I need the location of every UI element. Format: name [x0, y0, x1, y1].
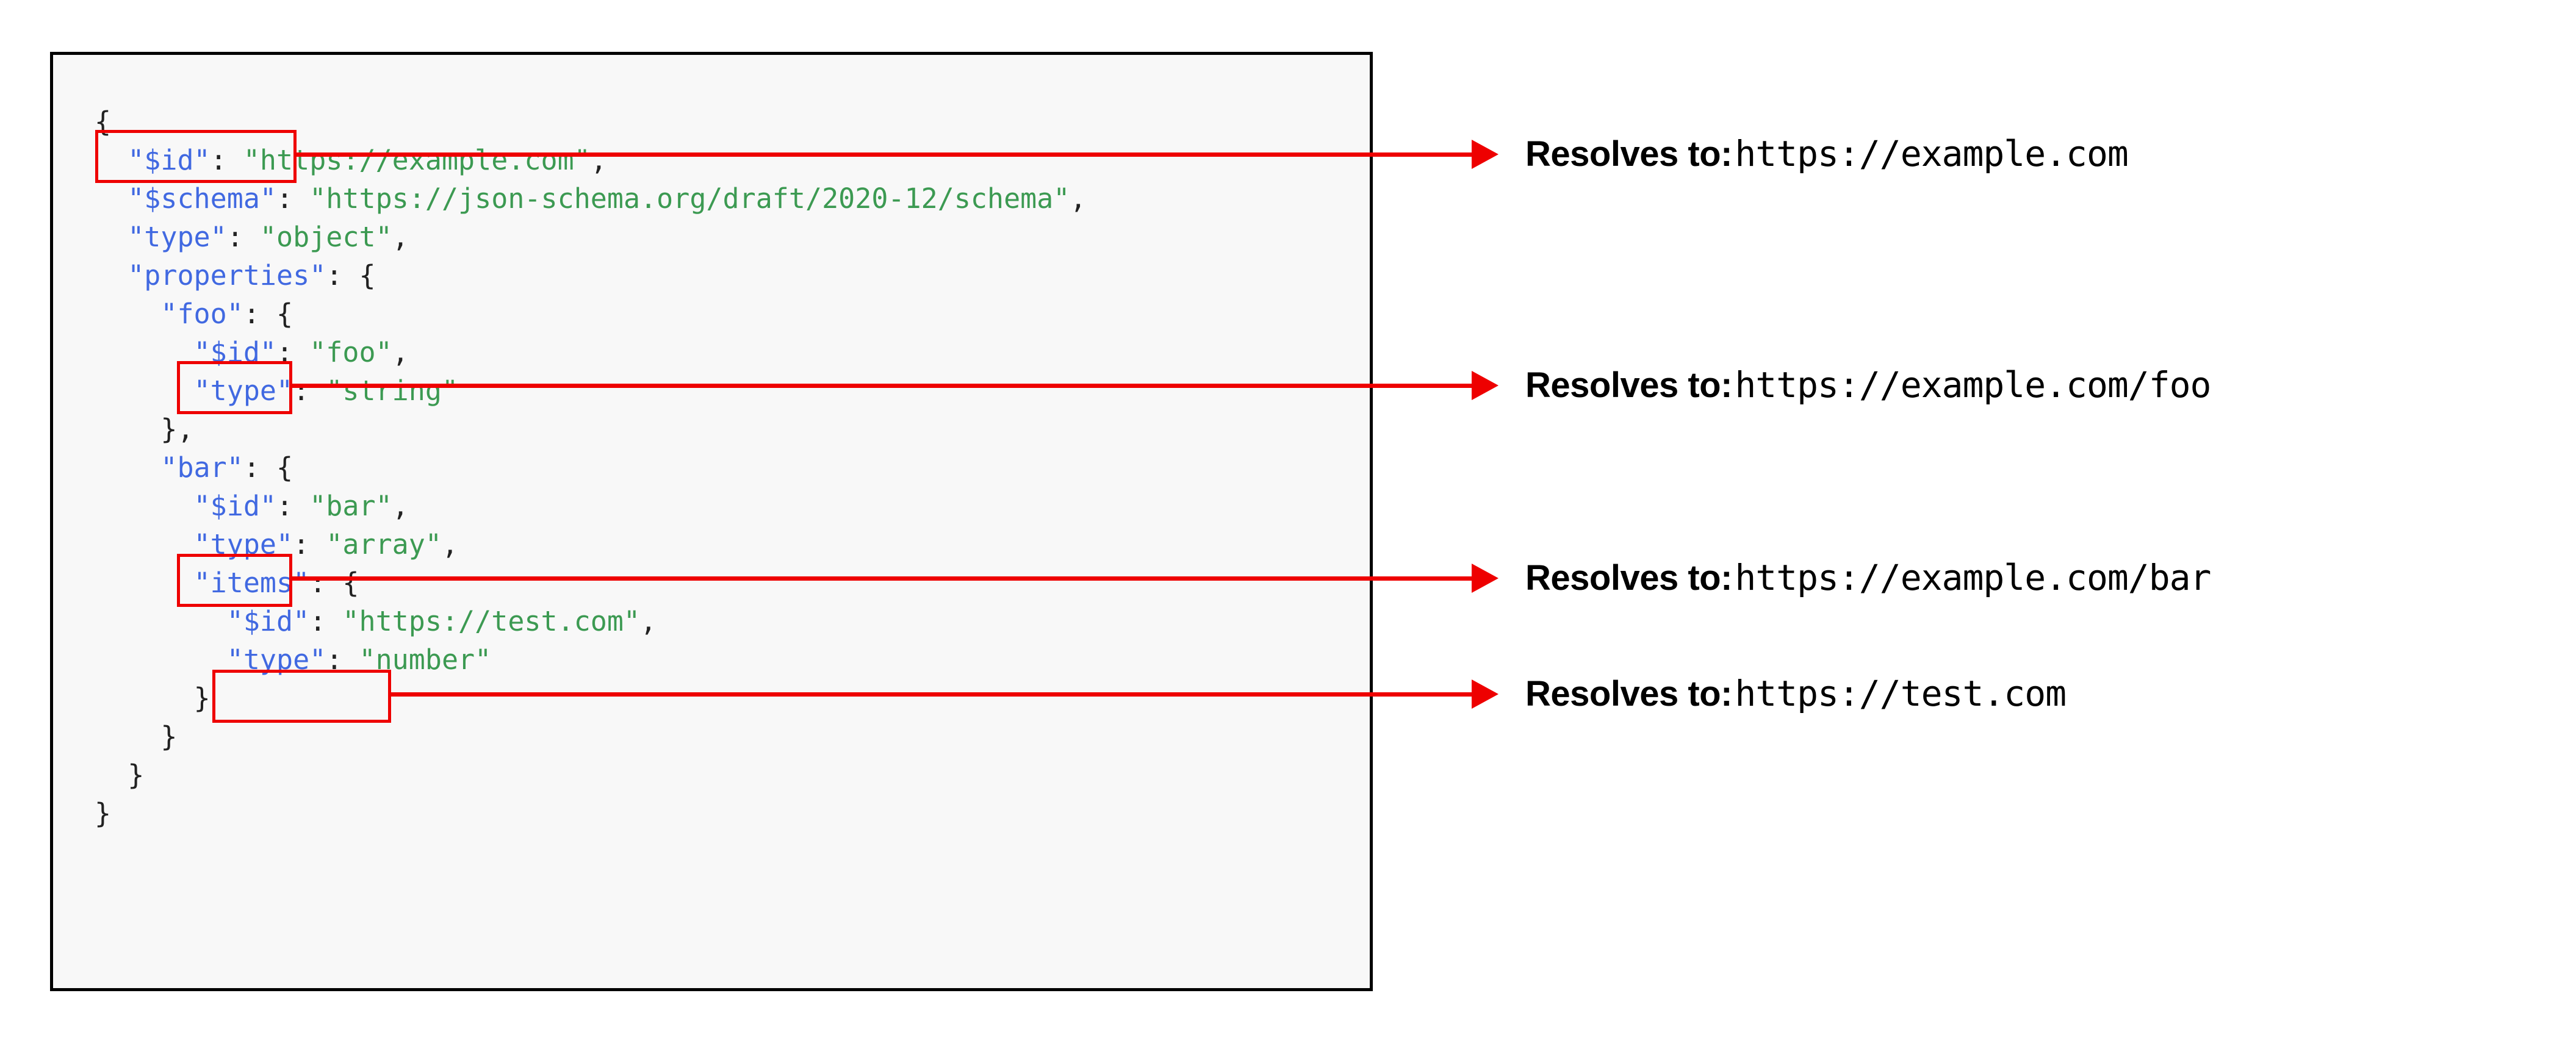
arrow-to-foo-resolution-line — [292, 384, 1472, 388]
highlight-id-bar — [177, 554, 292, 607]
json-punctuation: : { — [309, 567, 359, 599]
json-punctuation: } — [193, 682, 210, 714]
json-punctuation: : — [276, 182, 310, 215]
json-punctuation: : { — [326, 259, 376, 292]
json-string: "https://test.com" — [342, 605, 641, 637]
json-punctuation: : — [293, 375, 326, 407]
json-string: "object" — [259, 221, 392, 253]
json-key: "bar" — [160, 451, 243, 484]
resolves-to-label: Resolves to: — [1525, 674, 1732, 714]
code-indent — [95, 490, 194, 522]
resolved-uri-value: https://example.com — [1735, 133, 2128, 174]
json-punctuation: : { — [243, 298, 293, 330]
code-indent — [95, 259, 128, 292]
json-punctuation: : { — [243, 451, 293, 484]
arrow-to-items-resolution-head-icon — [1472, 679, 1498, 709]
resolves-to-label: Resolves to: — [1525, 558, 1732, 598]
code-line: "bar": { — [95, 448, 1087, 487]
json-punctuation: : — [309, 605, 343, 637]
resolution-bar: Resolves to: https://example.com/bar — [1525, 557, 2211, 598]
code-line: } — [95, 717, 1087, 756]
code-line: "type": "string" — [95, 371, 1087, 410]
code-indent — [95, 643, 227, 676]
highlight-id-foo — [177, 361, 292, 414]
code-indent — [95, 720, 160, 753]
code-line: } — [95, 756, 1087, 794]
json-key: "$id" — [128, 144, 210, 176]
resolved-uri-value: https://example.com/bar — [1735, 557, 2211, 598]
json-key: "type" — [128, 221, 227, 253]
json-punctuation: , — [640, 605, 657, 637]
code-line: }, — [95, 410, 1087, 448]
code-line: "type": "object", — [95, 218, 1087, 256]
json-string: "string" — [326, 375, 459, 407]
arrow-to-foo-resolution-head-icon — [1472, 371, 1498, 400]
json-punctuation: : — [210, 144, 243, 176]
json-punctuation: , — [1070, 182, 1087, 215]
resolves-to-label: Resolves to: — [1525, 365, 1732, 405]
arrow-to-bar-resolution-line — [292, 576, 1472, 581]
arrow-to-root-resolution-line — [297, 152, 1472, 157]
code-indent — [95, 605, 227, 637]
json-punctuation: , — [590, 144, 607, 176]
json-string: "https://json-schema.org/draft/2020-12/s… — [309, 182, 1070, 215]
json-punctuation: : — [293, 528, 326, 561]
json-key: "foo" — [160, 298, 243, 330]
code-indent — [95, 221, 128, 253]
resolution-foo: Resolves to: https://example.com/foo — [1525, 364, 2211, 406]
json-key: "properties" — [128, 259, 326, 292]
code-line: "properties": { — [95, 256, 1087, 295]
arrow-to-root-resolution-head-icon — [1472, 140, 1498, 169]
json-key: "type" — [193, 375, 293, 407]
code-line: "$id": "bar", — [95, 487, 1087, 525]
json-string: "array" — [326, 528, 442, 561]
json-punctuation: }, — [160, 413, 194, 445]
resolves-to-label: Resolves to: — [1525, 134, 1732, 174]
code-indent — [95, 451, 160, 484]
json-string: "foo" — [309, 336, 392, 368]
code-line: "$id": "foo", — [95, 333, 1087, 371]
code-listing: { "$id": "https://example.com", "$schema… — [95, 102, 1087, 833]
code-line: "foo": { — [95, 295, 1087, 333]
code-line: } — [95, 679, 1087, 717]
code-indent — [95, 182, 128, 215]
code-line: "$schema": "https://json-schema.org/draf… — [95, 179, 1087, 218]
resolution-items: Resolves to: https://test.com — [1525, 673, 2067, 714]
arrow-to-items-resolution-line — [391, 692, 1472, 697]
json-punctuation: } — [160, 720, 178, 753]
code-indent — [95, 413, 160, 445]
json-punctuation: , — [392, 490, 409, 522]
resolution-root: Resolves to: https://example.com — [1525, 133, 2129, 174]
json-punctuation: } — [95, 797, 112, 830]
code-line: "$id": "https://example.com", — [95, 141, 1087, 179]
json-punctuation: : — [276, 490, 310, 522]
json-key: "$id" — [226, 605, 310, 637]
json-punctuation: , — [392, 221, 409, 253]
code-line: } — [95, 794, 1087, 833]
highlight-id-root — [95, 130, 297, 183]
json-punctuation: , — [392, 336, 409, 368]
json-punctuation: } — [128, 759, 145, 791]
json-punctuation: : — [226, 221, 260, 253]
resolved-uri-value: https://example.com/foo — [1735, 364, 2211, 406]
arrow-to-bar-resolution-head-icon — [1472, 564, 1498, 593]
json-string: "https://example.com" — [243, 144, 591, 176]
highlight-id-items — [212, 670, 391, 723]
json-string: "bar" — [309, 490, 392, 522]
code-line: "$id": "https://test.com", — [95, 602, 1087, 640]
code-indent — [95, 298, 160, 330]
json-key: "$id" — [193, 490, 277, 522]
resolved-uri-value: https://test.com — [1735, 673, 2067, 714]
json-key: "$schema" — [128, 182, 277, 215]
json-punctuation: , — [441, 528, 459, 561]
code-indent — [95, 759, 128, 791]
json-schema-code-block: { "$id": "https://example.com", "$schema… — [50, 52, 1373, 991]
code-indent — [95, 682, 194, 714]
